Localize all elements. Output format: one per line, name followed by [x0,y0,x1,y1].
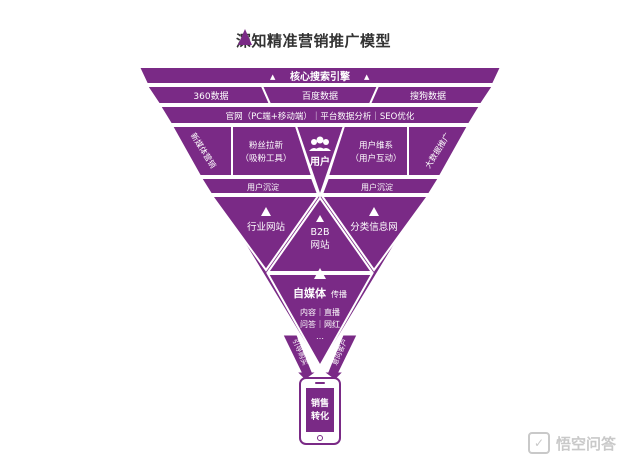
source-label: 360数据 [193,90,228,102]
media-title-sub: 传播 [331,289,347,299]
maintain-label-line1: 用户维系 [359,140,393,151]
right-side-strip [407,125,470,177]
watermark-text: 悟空问答 [556,434,617,453]
classified-cell [320,195,430,272]
source-cell-sogou [368,85,495,105]
phone-label-line2: 转化 [311,410,329,422]
source-label: 搜狗数据 [410,90,446,102]
industry-cell [210,195,320,272]
media-dots: … [316,332,324,341]
engine-bar [137,66,503,85]
watermark: ✓ 悟空问答 [528,430,616,456]
phone-label-line1: 销售 [311,397,329,409]
left-arrow-icon [282,334,318,381]
settle-left-bar [199,177,320,195]
settle-left-label: 用户沉淀 [247,182,279,192]
maintain-label-line2: （用户互动） [350,153,401,164]
users-icon [309,136,331,151]
fans-label-line1: 粉丝拉新 [249,140,284,151]
industry-label: 行业网站 [247,221,286,233]
platform-bar-label: 官网（PC端+移动端）｜平台数据分析｜SEO优化 [226,111,415,122]
watermark-logo-icon: ✓ [528,432,550,454]
media-title-main: 自媒体 [293,286,327,300]
engine-right-caret-icon: ▲ [364,73,370,81]
b2b-label-line2: 网站 [310,239,330,251]
b2b-label-line1: B2B [310,227,329,238]
settle-right-bar [320,177,441,195]
platform-bar [158,105,482,125]
classified-triangle-icon [369,207,379,216]
industry-triangle-icon [261,207,271,216]
media-line1: 内容｜直播 [300,307,340,317]
media-title: 自媒体 传播 [293,282,347,301]
page-title: 深知精准营销推广模型 [236,31,392,50]
source-label: 百度数据 [302,90,338,102]
title-triangle-icon [238,29,252,45]
media-triangle-icon [314,268,326,279]
classified-label: 分类信息网 [350,221,398,233]
user-center-label: 用户 [309,155,330,168]
right-arrow-icon [322,334,358,381]
settle-right-label: 用户沉淀 [361,182,393,192]
media-line2: 问答｜网红 [300,319,340,329]
fans-label-line2: （吸粉工具） [240,153,291,164]
b2b-triangle-icon [316,215,324,222]
engine-left-caret-icon: ▲ [270,73,276,81]
title-row: 深知精准营销推广模型 [236,28,391,52]
phone-icon [299,377,341,445]
fans-cell [231,125,314,177]
engine-bar-label: 核心搜索引擎 [290,70,350,83]
